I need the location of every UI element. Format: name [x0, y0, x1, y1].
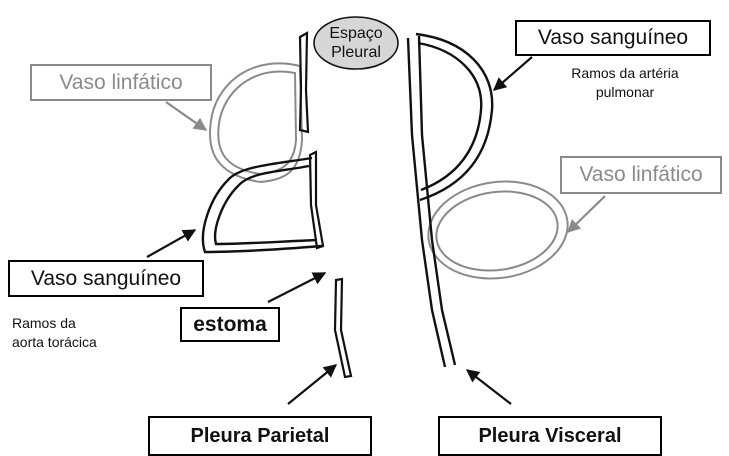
label-vaso-sanguineo-left: Vaso sanguíneo [8, 260, 204, 297]
arrow-left-lymphatic [166, 102, 206, 130]
label-pleura-visceral: Pleura Visceral [438, 416, 662, 456]
arrow-pleura-parietal [288, 365, 336, 404]
note-ramos-arteria-pulmonar-line2: pulmonar [540, 83, 710, 102]
note-ramos-aorta-toracica-line1: Ramos da [12, 314, 162, 333]
label-pleura-parietal-text: Pleura Parietal [191, 425, 330, 448]
note-ramos-arteria-pulmonar: Ramos da artéria pulmonar [540, 64, 710, 102]
visceral-pleura [408, 36, 455, 367]
label-vaso-linfatico-right: Vaso linfático [560, 156, 722, 194]
arrow-left-blood-vessel [147, 230, 195, 257]
parietal-pleura [300, 33, 351, 377]
label-vaso-sanguineo-left-text: Vaso sanguíneo [31, 267, 181, 291]
pleural-space-label: Espaço Pleural [313, 18, 399, 68]
left-blood-vessel [203, 158, 322, 252]
label-vaso-linfatico-left: Vaso linfático [30, 64, 212, 101]
label-vaso-sanguineo-right-text: Vaso sanguíneo [538, 26, 688, 50]
label-estoma: estoma [180, 307, 280, 342]
pleural-space-line1: Espaço [329, 24, 382, 43]
label-vaso-sanguineo-right: Vaso sanguíneo [515, 20, 711, 56]
arrow-pleura-visceral [467, 370, 511, 404]
note-ramos-arteria-pulmonar-line1: Ramos da artéria [540, 64, 710, 83]
label-estoma-text: estoma [193, 313, 267, 337]
label-pleura-parietal: Pleura Parietal [148, 416, 372, 456]
arrow-estoma [268, 273, 325, 302]
arrow-right-lymphatic [568, 196, 605, 232]
pleural-space-line2: Pleural [331, 43, 381, 62]
note-ramos-aorta-toracica-line2: aorta torácica [12, 333, 162, 352]
label-vaso-linfatico-left-text: Vaso linfático [59, 71, 182, 95]
right-blood-vessel [416, 34, 492, 200]
note-ramos-aorta-toracica: Ramos da aorta torácica [12, 314, 162, 352]
arrow-right-blood-vessel [494, 57, 532, 90]
label-pleura-visceral-text: Pleura Visceral [478, 425, 621, 448]
left-lymphatic-vessel [210, 63, 302, 182]
label-vaso-linfatico-right-text: Vaso linfático [579, 163, 702, 187]
